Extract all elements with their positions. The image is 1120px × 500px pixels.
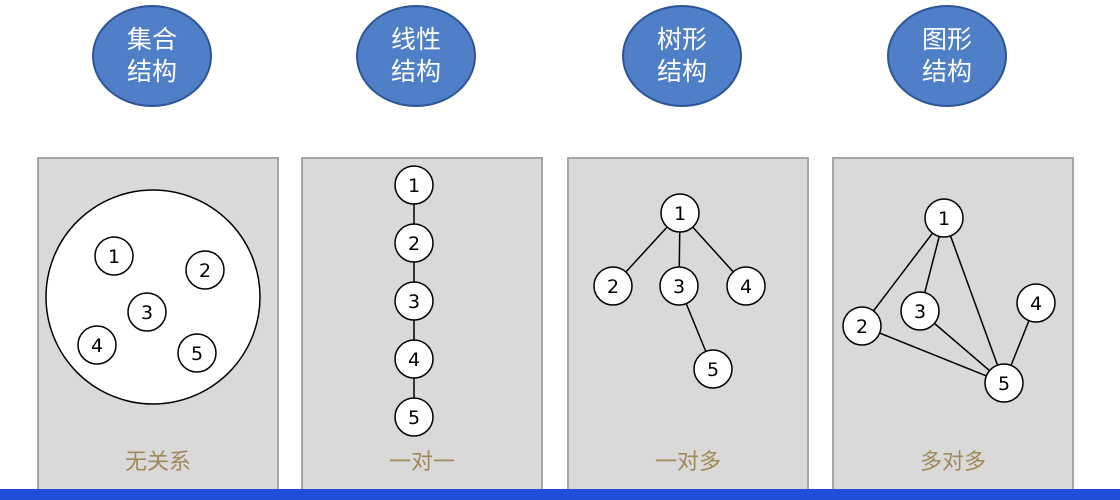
tree-node-3-circle	[659, 266, 699, 306]
panel-linear: 一对一	[301, 157, 543, 492]
bottom-accent-bar	[0, 489, 1120, 500]
tree-node-1-circle	[660, 193, 700, 233]
linear-node-1: 1	[394, 165, 434, 205]
header-linear-line2: 结构	[390, 57, 441, 86]
header-tree: 树形 结构	[622, 5, 742, 107]
set-node-4-label: 4	[91, 335, 103, 357]
graph-edge-1-2	[861, 217, 945, 327]
graph-edge-2-5	[861, 325, 1005, 384]
set-node-3-label: 3	[141, 302, 153, 324]
nodes-layer: 1 2 3 4 5 1 2 3 4 5 1 2 3 4 5 1 2 3 4 5	[77, 165, 1056, 437]
header-tree-line2: 结构	[656, 57, 707, 86]
header-set: 集合 结构	[92, 5, 212, 107]
panel-set-label: 无关系	[124, 450, 191, 475]
tree-node-4-circle	[726, 266, 766, 306]
set-node-5: 5	[177, 333, 217, 373]
header-graph: 图形 结构	[887, 5, 1007, 107]
graph-node-3-circle	[900, 291, 940, 331]
graph-node-5-label: 5	[998, 373, 1010, 395]
graph-node-3: 3	[900, 291, 940, 331]
header-linear-line1: 线性	[390, 25, 441, 54]
panel-graph-label: 多对多	[919, 450, 986, 475]
tree-node-5-label: 5	[707, 359, 719, 381]
header-linear: 线性 结构	[356, 5, 476, 107]
panel-linear-label: 一对一	[388, 450, 455, 475]
header-graph-line2: 结构	[921, 57, 972, 86]
header-tree-line1: 树形	[656, 25, 707, 54]
set-node-1-circle	[94, 236, 134, 276]
graph-node-5: 5	[984, 363, 1024, 403]
graph-node-4-circle	[1016, 283, 1056, 323]
linear-node-5-circle	[394, 397, 434, 437]
graph-node-2-circle	[842, 306, 882, 346]
graph-edges	[861, 217, 1037, 384]
set-node-4-circle	[77, 325, 117, 365]
linear-node-3: 3	[394, 281, 434, 321]
linear-node-1-circle	[394, 165, 434, 205]
panel-tree-label: 一对多	[654, 450, 721, 475]
header-set-line1: 集合	[126, 25, 177, 54]
graph-node-5-circle	[984, 363, 1024, 403]
linear-node-4-circle	[394, 339, 434, 379]
linear-node-2: 2	[394, 223, 434, 263]
tree-node-1-label: 1	[674, 203, 686, 225]
graph-node-4: 4	[1016, 283, 1056, 323]
linear-node-4-label: 4	[408, 349, 420, 371]
graph-node-2-label: 2	[856, 316, 868, 338]
graph-node-3-label: 3	[914, 301, 926, 323]
set-node-5-circle	[177, 333, 217, 373]
tree-node-2-label: 2	[607, 276, 619, 298]
set-node-1-label: 1	[108, 246, 120, 268]
set-node-1: 1	[94, 236, 134, 276]
linear-node-2-label: 2	[408, 233, 420, 255]
linear-node-3-circle	[394, 281, 434, 321]
tree-node-1: 1	[660, 193, 700, 233]
linear-node-1-label: 1	[408, 175, 420, 197]
set-node-5-label: 5	[191, 343, 203, 365]
tree-node-2: 2	[593, 266, 633, 306]
tree-node-3: 3	[659, 266, 699, 306]
tree-node-5-circle	[693, 349, 733, 389]
tree-node-3-label: 3	[673, 276, 685, 298]
set-node-2-circle	[185, 250, 225, 290]
set-node-2: 2	[185, 250, 225, 290]
header-set-line2: 结构	[126, 57, 177, 86]
graph-node-1-label: 1	[938, 208, 950, 230]
linear-node-5-label: 5	[408, 407, 420, 429]
tree-node-4: 4	[726, 266, 766, 306]
graph-edge-1-5	[943, 217, 1005, 384]
set-node-2-label: 2	[199, 260, 211, 282]
linear-node-2-circle	[394, 223, 434, 263]
linear-node-3-label: 3	[408, 291, 420, 313]
set-node-3: 3	[127, 292, 167, 332]
graph-node-1: 1	[924, 198, 964, 238]
tree-node-4-label: 4	[740, 276, 752, 298]
graph-node-2: 2	[842, 306, 882, 346]
set-node-4: 4	[77, 325, 117, 365]
header-graph-line1: 图形	[921, 25, 972, 54]
tree-node-2-circle	[593, 266, 633, 306]
graph-node-1-circle	[924, 198, 964, 238]
set-node-3-circle	[127, 292, 167, 332]
tree-node-5: 5	[693, 349, 733, 389]
linear-node-5: 5	[394, 397, 434, 437]
linear-node-4: 4	[394, 339, 434, 379]
graph-node-4-label: 4	[1030, 293, 1042, 315]
